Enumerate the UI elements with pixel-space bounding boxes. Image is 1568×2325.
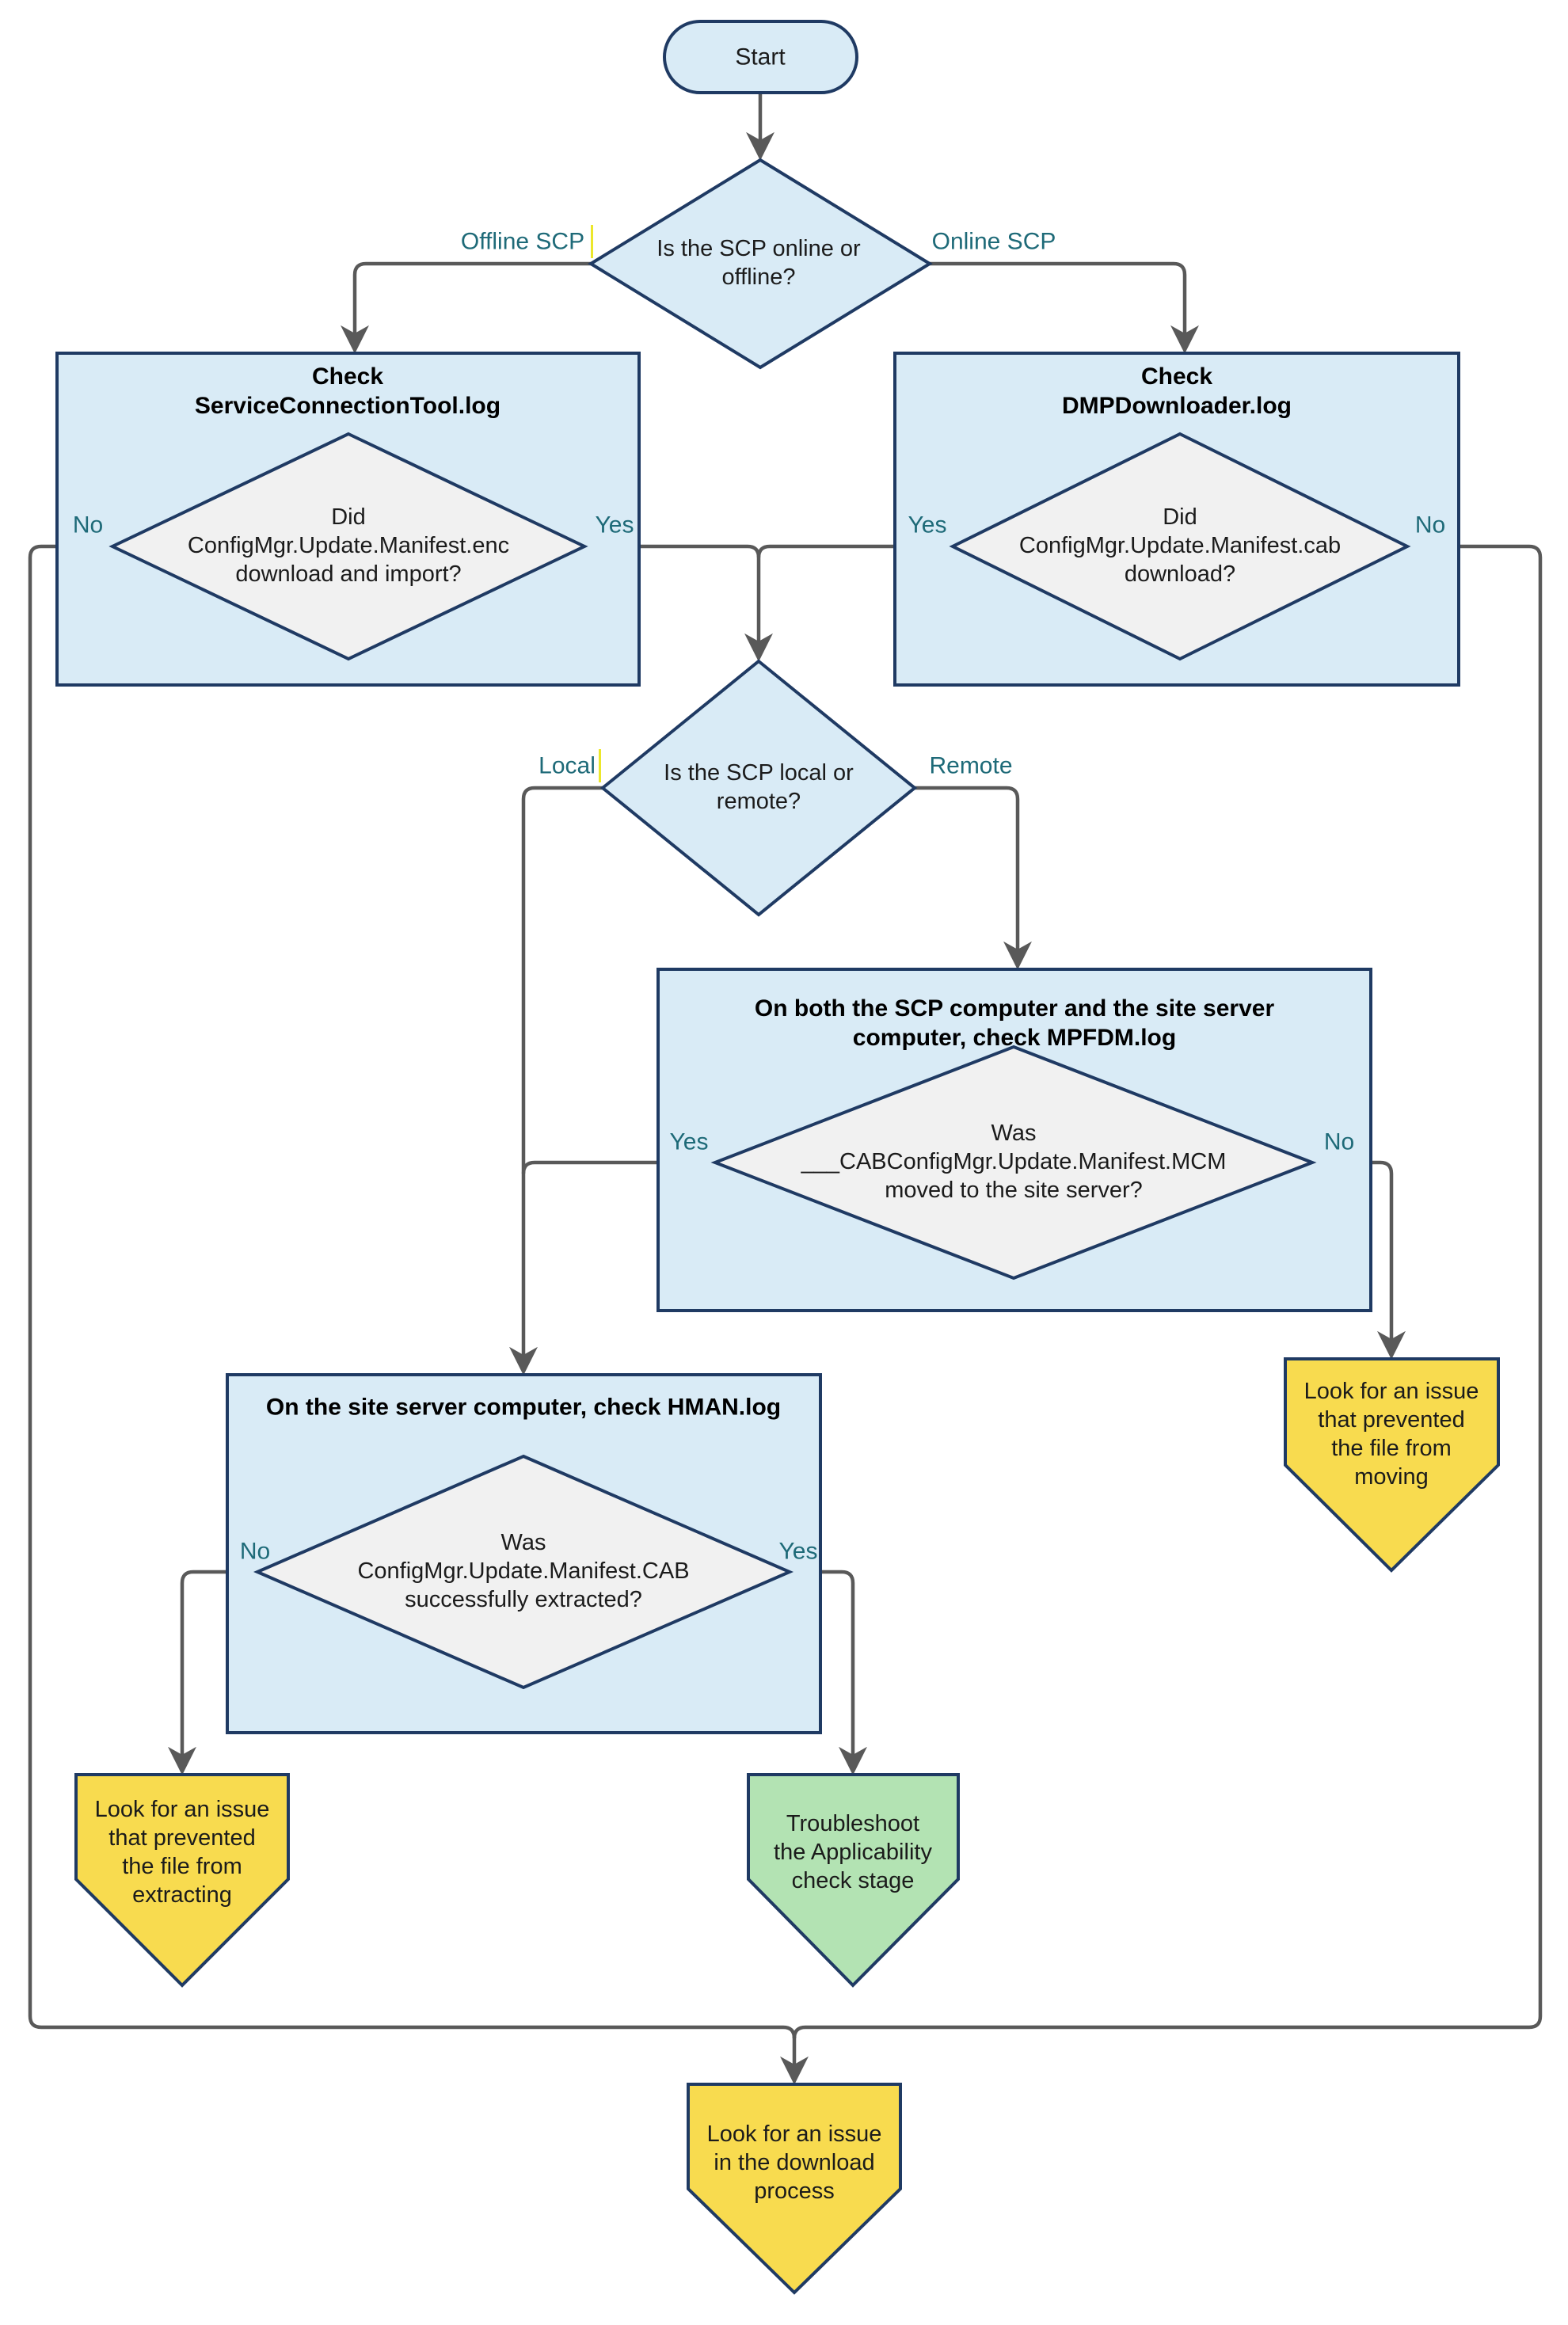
hman-branch-no: No	[239, 1538, 271, 1565]
connectors	[28, 94, 1543, 2085]
connector-offline-branch	[341, 261, 591, 354]
connector-hman-yes-to-applicability	[790, 1570, 867, 1775]
sct-branch-yes: Yes	[595, 512, 634, 538]
end-download-shape	[687, 2083, 902, 2295]
start-label: Start	[735, 44, 786, 70]
dmp-branch-no: No	[1414, 512, 1446, 538]
connector-mpfdm-yes-merge	[521, 1160, 715, 1174]
mpfdm-question: Was ___CABConfigMgr.Update.Manifest.MCM …	[801, 1121, 1227, 1203]
process-sct-title: Check ServiceConnectionTool.log	[194, 363, 501, 419]
decision-online-offline-question: Is the SCP online or offline?	[657, 236, 861, 290]
branch-label-online-scp: Online SCP	[931, 228, 1056, 255]
mpfdm-decision-diamond	[710, 1045, 1317, 1280]
connector-remote-to-mpfdm	[915, 786, 1032, 970]
connector-mpfdm-no-to-moving	[1312, 1160, 1406, 1360]
end-download-text: Look for an issue in the download proces…	[706, 2121, 882, 2204]
start-terminator-shape	[663, 20, 858, 94]
dmp-question: Did ConfigMgr.Update.Manifest.cab downlo…	[1018, 504, 1342, 587]
sct-question: Did ConfigMgr.Update.Manifest.enc downlo…	[187, 504, 510, 587]
connector-sct-no-to-bottom	[28, 544, 797, 2039]
decision-local-remote-shape	[599, 659, 918, 917]
end-applicability-shape	[747, 1773, 960, 1988]
connector-local-to-hman	[509, 786, 603, 1376]
process-mpfdm-title: On both the SCP computer and the site se…	[754, 995, 1275, 1051]
dmp-decision-diamond	[949, 432, 1411, 661]
end-moving-shape	[1284, 1357, 1500, 1573]
sct-branch-no: No	[72, 512, 104, 538]
mpfdm-branch-no: No	[1323, 1128, 1355, 1155]
branch-label-offline-scp: Offline SCP	[460, 228, 585, 255]
end-extracting-shape	[74, 1773, 290, 1988]
branch-label-local: Local	[539, 752, 596, 779]
process-hman-title: On the site server computer, check HMAN.…	[265, 1394, 782, 1421]
decision-online-offline-shape	[588, 158, 933, 370]
decision-local-remote-question: Is the SCP local or remote?	[664, 760, 854, 814]
connector-dmp-yes-merge	[756, 544, 953, 558]
text-cursor-artifact	[591, 225, 593, 258]
hman-decision-diamond	[253, 1454, 794, 1690]
sct-decision-diamond	[108, 432, 588, 661]
connector-online-branch	[930, 261, 1199, 354]
mpfdm-branch-yes: Yes	[669, 1128, 709, 1155]
connector-dmp-no-to-bottom	[792, 544, 1543, 2039]
hman-branch-yes: Yes	[778, 1538, 818, 1565]
end-extracting-text: Look for an issue that prevented the fil…	[94, 1797, 270, 1908]
text-cursor-artifact	[599, 749, 601, 782]
end-applicability-text: Troubleshoot the Applicability check sta…	[774, 1811, 932, 1893]
hman-question: Was ConfigMgr.Update.Manifest.CAB succes…	[357, 1530, 690, 1612]
node-shapes	[55, 20, 1500, 2295]
dmp-branch-yes: Yes	[908, 512, 947, 538]
process-dmp-title: Check DMPDownloader.log	[1061, 363, 1292, 419]
connector-hman-no-to-extracting	[168, 1570, 257, 1775]
end-moving-text: Look for an issue that prevented the fil…	[1303, 1379, 1479, 1490]
branch-label-remote: Remote	[929, 752, 1013, 779]
